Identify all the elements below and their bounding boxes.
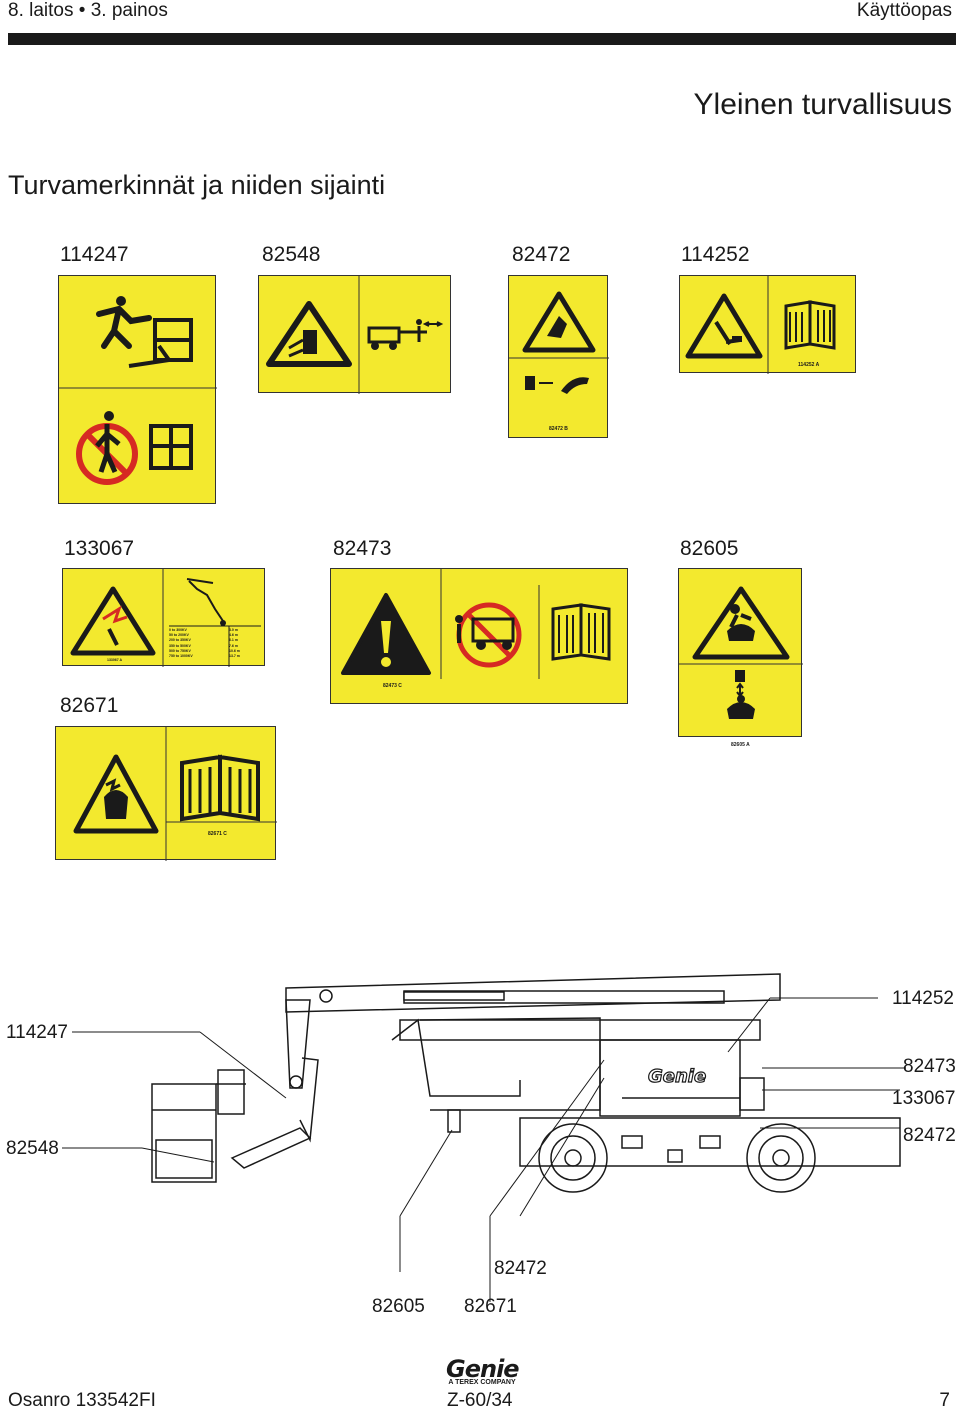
page-number: 7 [939,1390,950,1411]
callout-82472-bottom: 82472 [494,1258,547,1279]
section-title: Yleinen turvallisuus [693,88,952,121]
clearance: 13.7 m [229,654,240,659]
decal-82605-fine-print: 82605 A [731,742,750,748]
decal-82473-fine-print: 82473 C [383,683,402,689]
decal-82472: 82472 B [508,275,609,438]
header-edition: 8. laitos • 3. painos [8,0,168,22]
decal-82473: 82473 C [330,568,628,704]
decal-133067-fine-print: 133067 A [107,658,123,662]
voltage-row: 50 to 200KV 4.6 m [169,633,263,638]
clearance: 3.0 m [229,628,238,632]
callout-82473: 82473 [903,1056,956,1077]
voltage-range: 200 to 350KV [169,638,191,643]
footer-part-number: Osanro 133542FI [8,1390,156,1412]
decal-code-82548: 82548 [262,243,321,266]
callout-82548: 82548 [6,1138,59,1159]
general-warning-icon [341,569,611,679]
decal-82605: 82605 A [678,568,803,748]
electrocution-hazard-icon [70,569,261,667]
printing-text: 3. painos [90,0,168,21]
bullet-icon: • [78,0,86,21]
part-label: Osanro [8,1390,71,1411]
part-number: 133542FI [75,1390,156,1411]
decal-code-82473: 82473 [333,537,392,560]
voltage-row: 500 to 750KV 10.6 m [169,649,263,654]
decal-code-133067: 133067 [64,537,135,560]
voltage-row: 0 to 300KV 3.0 m [169,628,263,633]
clearance: 10.6 m [229,648,240,653]
clearance: 4.6 m [229,633,238,638]
decal-82671-fine-print: 82671 C [208,831,227,837]
header-rule [8,33,956,45]
machine-genie-logo: Genie [648,1066,706,1087]
decal-82472-fine-print: 82472 B [549,426,568,432]
decal-82548 [258,275,451,394]
decal-code-114252: 114252 [681,243,750,266]
voltage-table: 0 to 300KV 3.0 m 50 to 200KV 4.6 m 200 to … [169,628,263,659]
edition-text: 8. laitos [8,0,74,21]
voltage-row: 750 to 1000KV 13.7 m [169,654,263,659]
callout-133067: 133067 [892,1088,956,1109]
callout-82671: 82671 [464,1296,517,1317]
decal-133067: 0 to 300KV 3.0 m 50 to 200KV 4.6 m 200 to … [62,568,265,667]
collision-hazard-icon [679,586,803,719]
decal-code-82605: 82605 [680,537,739,560]
decal-114247 [58,275,217,504]
genie-logo-sub: A TEREX COMPANY [448,1379,516,1386]
decal-82671: 82671 C [55,726,277,861]
genie-logo: Genie A TEREX COMPANY [446,1355,520,1389]
pinch-hazard-icon [509,291,609,394]
subsection-title: Turvamerkinnät ja niiden sijainti [8,170,386,200]
callout-82605: 82605 [372,1296,425,1317]
decal-code-82671: 82671 [60,694,119,717]
voltage-range: 750 to 1000KV [169,654,193,659]
decal-code-114247: 114247 [60,243,129,266]
callout-114252: 114252 [892,988,954,1009]
voltage-range: 50 to 200KV [169,633,189,638]
clearance: 7.6 m [229,643,238,648]
decal-code-82472: 82472 [512,243,571,266]
burn-hazard-icon [73,727,277,861]
crush-hazard-icon [266,276,444,394]
callout-82472: 82472 [903,1125,956,1146]
voltage-range: 500 to 750KV [169,648,191,653]
voltage-row: 350 to 500KV 7.6 m [169,644,263,649]
machine-diagram: Genie [62,973,906,1302]
header-doc-type: Käyttöopas [856,0,952,21]
footer-model: Z-60/34 [447,1390,513,1411]
decal-114252-fine-print: 114252 A [798,362,820,368]
genie-logo-word: Genie [446,1355,520,1383]
fall-hazard-icon [59,296,217,485]
clearance: 6.1 m [229,638,238,643]
tipover-hazard-icon [685,276,836,374]
voltage-range: 0 to 300KV [169,628,187,632]
decal-114252: 114252 A [679,275,856,374]
voltage-range: 350 to 500KV [169,643,191,648]
voltage-row: 200 to 350KV 6.1 m [169,638,263,643]
callout-114247: 114247 [6,1022,68,1043]
